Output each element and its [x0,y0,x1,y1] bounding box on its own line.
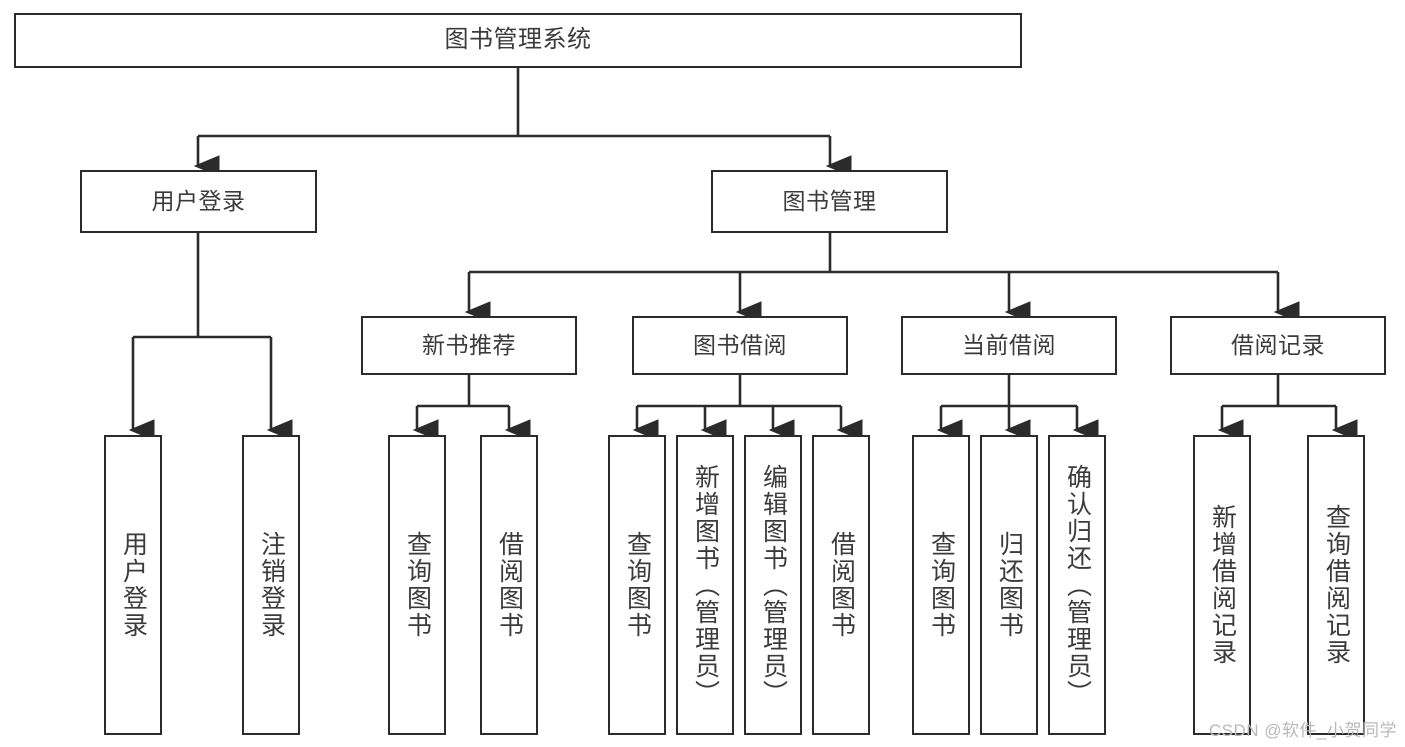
node-borrow-record[interactable]: 借阅记录 [1170,316,1386,375]
node-root[interactable]: 图书管理系统 [14,13,1022,68]
node-book-manage-label: 图书管理 [782,187,877,214]
node-leaf-borrow-book-2-label: 借阅图书 [827,531,856,639]
node-leaf-confirm-return[interactable]: 确认归还（管理员） [1048,435,1106,735]
node-leaf-user-login-label: 用户登录 [119,531,148,639]
node-leaf-add-record-label: 新增借阅记录 [1208,504,1237,666]
node-leaf-borrow-book-1-label: 借阅图书 [495,531,524,639]
node-leaf-confirm-return-label: 确认归还（管理员） [1063,463,1092,707]
node-new-book-recommend[interactable]: 新书推荐 [361,316,577,375]
watermark: CSDN @软件_小贺同学 [1208,721,1397,740]
node-leaf-add-book-label: 新增图书（管理员） [691,463,720,707]
node-leaf-borrow-book-2[interactable]: 借阅图书 [812,435,870,735]
node-leaf-user-logout-label: 注销登录 [257,531,286,639]
node-leaf-query-book-3[interactable]: 查询图书 [912,435,970,735]
node-leaf-add-book[interactable]: 新增图书（管理员） [676,435,734,735]
node-current-borrow-label: 当前借阅 [962,331,1056,358]
node-new-book-recommend-label: 新书推荐 [422,331,516,358]
node-book-borrow[interactable]: 图书借阅 [632,316,848,375]
node-leaf-return-book-label: 归还图书 [995,531,1024,639]
node-leaf-query-book-1-label: 查询图书 [403,531,432,639]
node-leaf-query-book-3-label: 查询图书 [927,531,956,639]
node-leaf-add-record[interactable]: 新增借阅记录 [1193,435,1251,735]
node-leaf-user-logout[interactable]: 注销登录 [242,435,300,735]
node-leaf-edit-book[interactable]: 编辑图书（管理员） [744,435,802,735]
node-leaf-user-login[interactable]: 用户登录 [104,435,162,735]
node-leaf-return-book[interactable]: 归还图书 [980,435,1038,735]
node-leaf-query-record[interactable]: 查询借阅记录 [1307,435,1365,735]
node-leaf-edit-book-label: 编辑图书（管理员） [759,463,788,707]
node-book-borrow-label: 图书借阅 [693,331,787,358]
node-leaf-query-book-1[interactable]: 查询图书 [388,435,446,735]
node-book-manage[interactable]: 图书管理 [711,170,948,233]
node-leaf-query-book-2-label: 查询图书 [623,531,652,639]
node-borrow-record-label: 借阅记录 [1231,331,1325,358]
node-leaf-borrow-book-1[interactable]: 借阅图书 [480,435,538,735]
node-leaf-query-record-label: 查询借阅记录 [1322,504,1351,666]
node-root-label: 图书管理系统 [444,26,592,54]
node-user-login-label: 用户登录 [151,187,246,214]
node-current-borrow[interactable]: 当前借阅 [901,316,1117,375]
node-user-login[interactable]: 用户登录 [80,170,317,233]
node-leaf-query-book-2[interactable]: 查询图书 [608,435,666,735]
